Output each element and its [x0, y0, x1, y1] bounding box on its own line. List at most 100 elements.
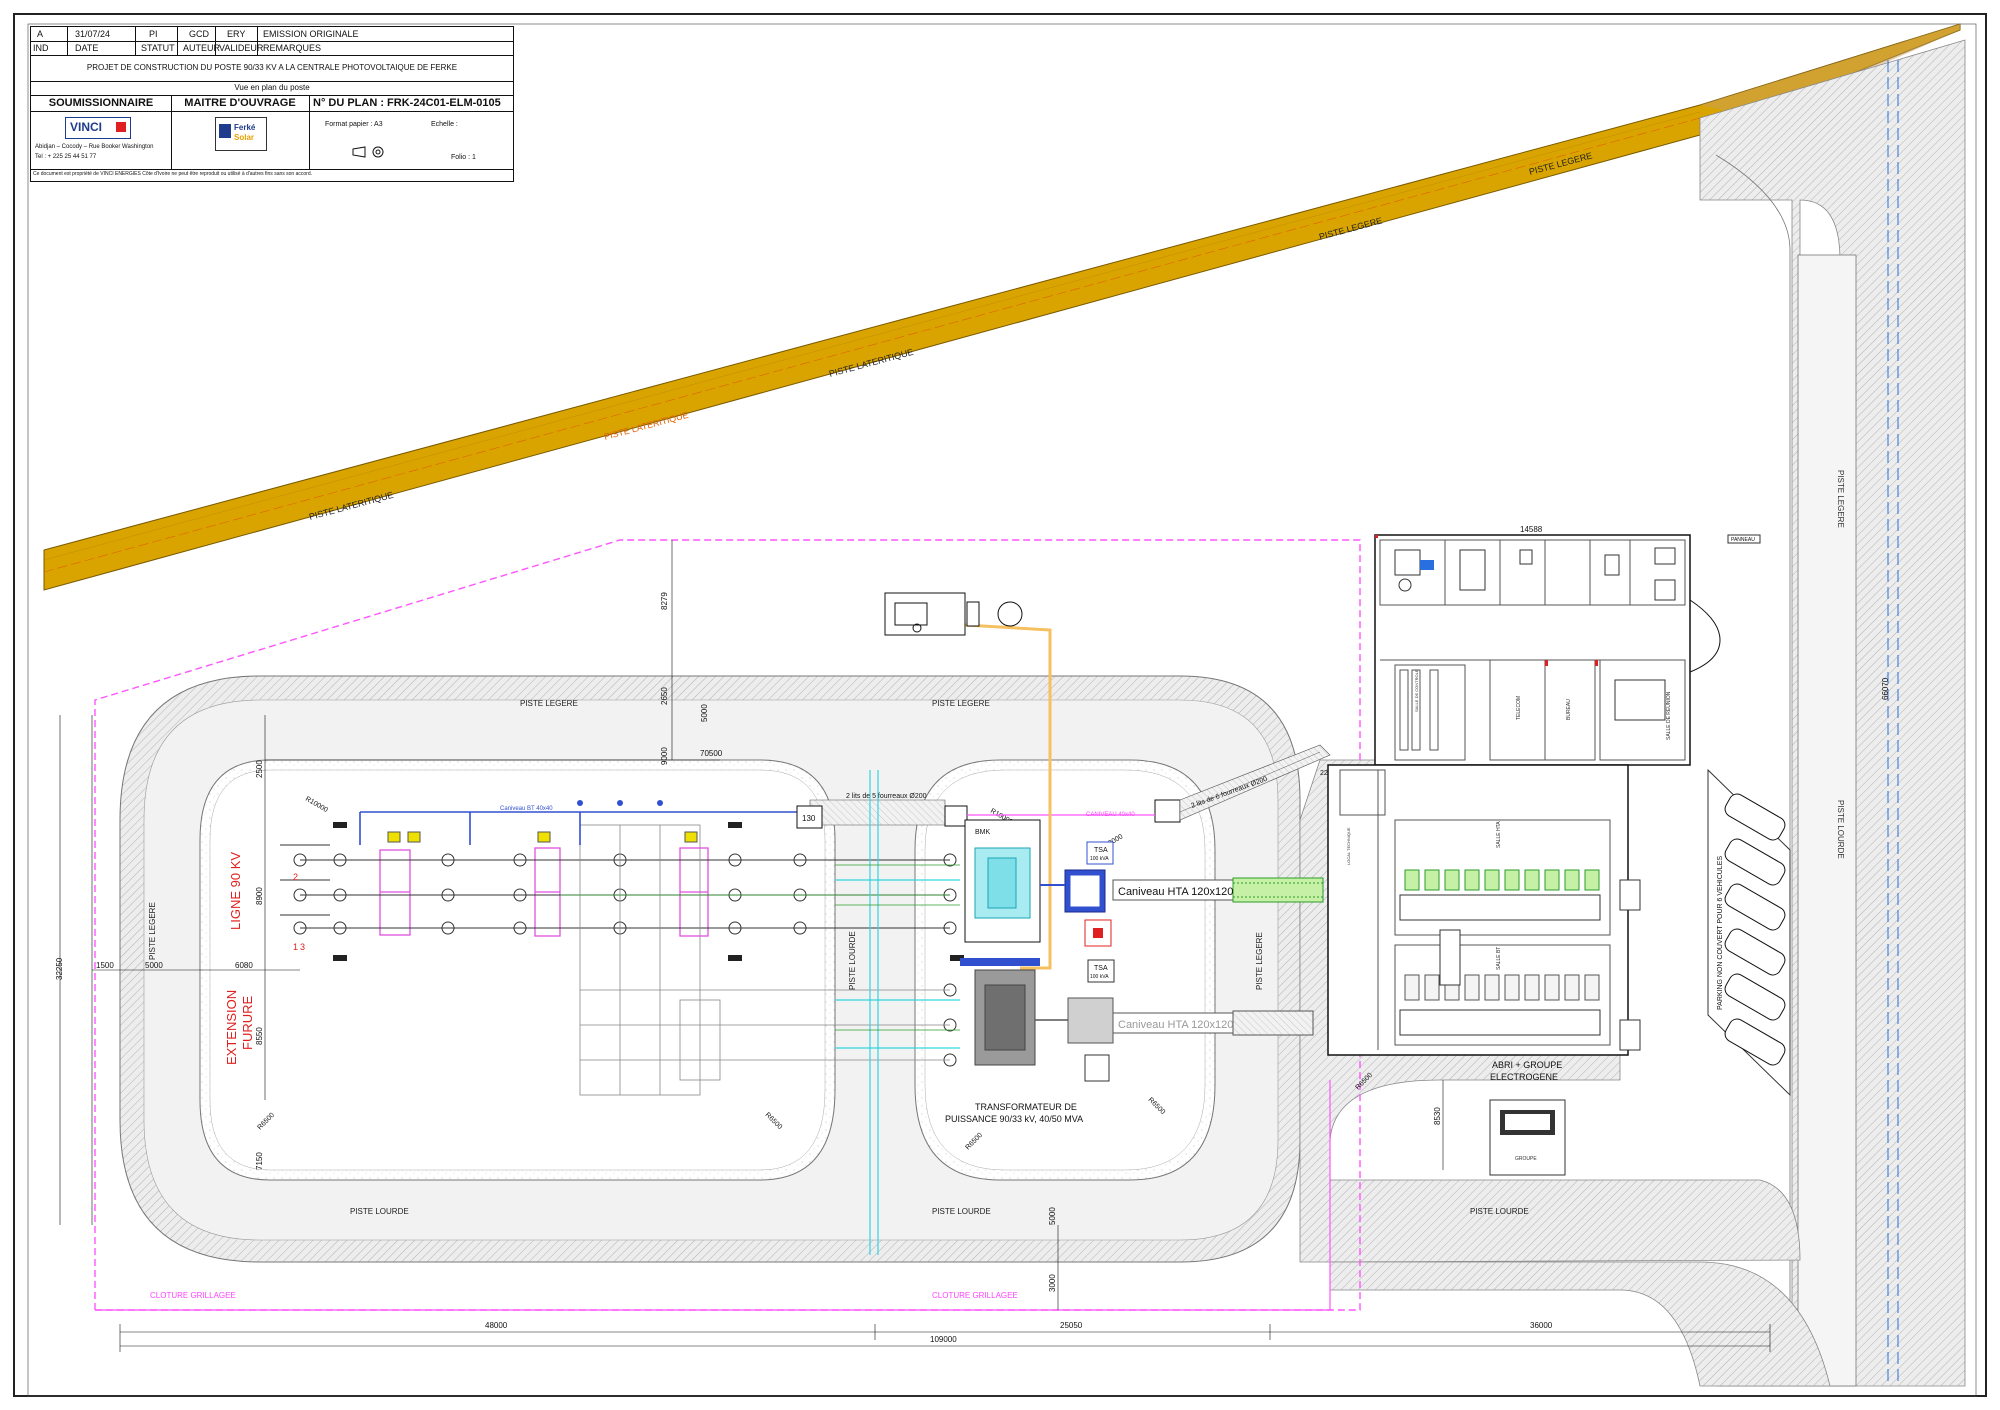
rev-author: GCD: [189, 29, 209, 39]
cable-green: [835, 864, 960, 1031]
abri-label-2: ELECTROGENE: [1490, 1072, 1558, 1082]
transformer-label-1: TRANSFORMATEUR DE: [975, 1102, 1077, 1112]
salle-hta-label: SALLE HTA: [1496, 821, 1502, 848]
tsa-2-sub: 100 kVA: [1090, 974, 1109, 980]
piste-lourde-label-left: PISTE LOURDE: [350, 1207, 409, 1216]
dim-36000: 36000: [1530, 1321, 1553, 1330]
groupe-label: GROUPE: [1515, 1156, 1537, 1162]
piste-legere-far-right: PISTE LEGERE: [1836, 470, 1845, 528]
dim-5000b: 5000: [145, 961, 163, 970]
ferke-logo-text-1: Ferké: [234, 123, 256, 132]
bmk-label: BMK: [975, 829, 991, 836]
transformer-1: [960, 819, 1114, 966]
title-block: A 31/07/24 PI GCD ERY EMISSION ORIGINALE…: [30, 26, 514, 182]
access-road-right: [1699, 39, 1966, 1387]
dim-1500: 1500: [96, 961, 114, 970]
tsa-2-label: TSA: [1094, 965, 1108, 972]
bidder-phone: Tel : + 225 25 44 51 77: [35, 154, 97, 160]
cloture-label-2: CLOTURE GRILLAGEE: [932, 1291, 1018, 1300]
dim-8550: 8550: [255, 1027, 264, 1045]
extension-label-1: EXTENSION: [224, 990, 239, 1065]
dim-8900: 8900: [255, 887, 264, 905]
hdr-remarks: REMARQUES: [263, 43, 322, 53]
folio-label: Folio : 1: [451, 154, 476, 161]
hdr-status: STATUT: [141, 43, 175, 53]
caniveau-hta-1-label: Caniveau HTA 120x120: [1118, 886, 1233, 898]
owner-label: MAITRE D'OUVRAGE: [184, 97, 296, 109]
box-130: 130: [802, 814, 816, 823]
caniveau-bt-label: Caniveau BT 40x40: [500, 806, 553, 812]
rev-remarks: EMISSION ORIGINALE: [263, 29, 359, 39]
projection-symbol-icon: [351, 145, 387, 159]
panneau-sign: [1727, 534, 1761, 544]
piste-legere-label-4: PISTE LEGERE: [932, 699, 990, 708]
rev-date: 31/07/24: [75, 29, 111, 39]
project-title: PROJET DE CONSTRUCTION DU POSTE 90/33 KV…: [86, 63, 458, 72]
parking: [1707, 768, 1791, 1097]
dim-8279: 8279: [660, 592, 669, 610]
local-tech-label: LOCAL TECHNIQUE: [1346, 827, 1351, 865]
caniveau-small-label: CANIVEAU 40x40: [1086, 812, 1135, 818]
plan-number: N° DU PLAN : FRK-24C01-ELM-0105: [313, 97, 501, 109]
panneau-label: PANNEAU: [1731, 537, 1755, 543]
caniveau-hta-2: [1112, 1010, 1314, 1036]
piste-legere-label-3: PISTE LEGERE: [520, 699, 578, 708]
cloture-label-1: CLOTURE GRILLAGEE: [150, 1291, 236, 1300]
dim-2650: 2650: [660, 687, 669, 705]
bidder-label: SOUMISSIONNAIRE: [48, 97, 154, 109]
dim-32250: 32250: [55, 957, 64, 980]
rev-ind: A: [37, 29, 44, 39]
piste-lourde-far-right: PISTE LOURDE: [1836, 800, 1845, 859]
dimension-lines: [59, 534, 1771, 1352]
parking-label: PARKING NON COUVERT POUR 6 VEHICULES: [1717, 856, 1724, 1010]
piste-legere-label-left: PISTE LEGERE: [148, 902, 157, 960]
fence: [94, 539, 1361, 1311]
dim-14588: 14588: [1520, 525, 1543, 534]
cable-orange: [964, 623, 1052, 970]
rev-status: PI: [149, 29, 158, 39]
transformer-2: [974, 959, 1115, 1082]
dim-5000: 5000: [700, 704, 709, 722]
salle-bt-label: SALLE BT: [1496, 947, 1502, 970]
abri-label-1: ABRI + GROUPE: [1492, 1060, 1562, 1070]
bidder-address: Abidjan – Cocody – Rue Booker Washington: [35, 144, 154, 150]
control-building: [1374, 534, 1721, 766]
dim-66070: 66070: [1881, 677, 1890, 700]
dim-25050: 25050: [1060, 1321, 1083, 1330]
dim-8530: 8530: [1433, 1107, 1442, 1125]
cells-building: [1327, 764, 1641, 1056]
ferke-logo-text-2: Solar: [234, 133, 255, 142]
piste-lateritique: [43, 23, 1961, 591]
piste-lourde-label-vertical: PISTE LOURDE: [848, 931, 857, 990]
hdr-author: AUTEUR: [183, 43, 221, 53]
salle-telecom-label: TELECOM: [1516, 696, 1522, 720]
hdr-ind: IND: [33, 43, 49, 53]
caniveau-hta-2-label: Caniveau HTA 120x120: [1118, 1019, 1233, 1031]
dim-48000: 48000: [485, 1321, 508, 1330]
dim-70500: 70500: [700, 749, 723, 758]
dim-7150: 7150: [255, 1152, 264, 1170]
ferke-logo: Ferké Solar: [215, 117, 267, 151]
phase-2: 2: [293, 872, 298, 882]
tsa-1-label: TSA: [1094, 847, 1108, 854]
generator: [1489, 1099, 1566, 1176]
dim-3000: 3000: [1048, 1274, 1057, 1292]
phase-1: 1: [293, 942, 298, 952]
extension-label-2: FURURE: [240, 996, 255, 1050]
water-tank: [884, 592, 1023, 636]
salle-bureau-label: BUREAU: [1566, 699, 1572, 720]
dim-5000c: 5000: [1048, 1207, 1057, 1225]
dim-2500: 2500: [255, 760, 264, 778]
view-title: Vue en plan du poste: [234, 83, 310, 92]
disclaimer: Ce document est propriété de VINCI ENERG…: [33, 171, 312, 177]
dim-9000: 9000: [660, 747, 669, 765]
switchyard-90kv: [280, 800, 964, 1096]
cable-cyan: [835, 770, 960, 1255]
dim-6080: 6080: [235, 961, 253, 970]
transformer-label-2: PUISSANCE 90/33 kV, 40/50 MVA: [945, 1114, 1083, 1124]
vinci-logo: VINCI: [65, 117, 131, 139]
format-label: Format papier : A3: [325, 121, 383, 128]
caniveau-hta-1: [1112, 877, 1324, 903]
salle-controle-label: SALLE DE CONTROLE: [1414, 669, 1419, 712]
